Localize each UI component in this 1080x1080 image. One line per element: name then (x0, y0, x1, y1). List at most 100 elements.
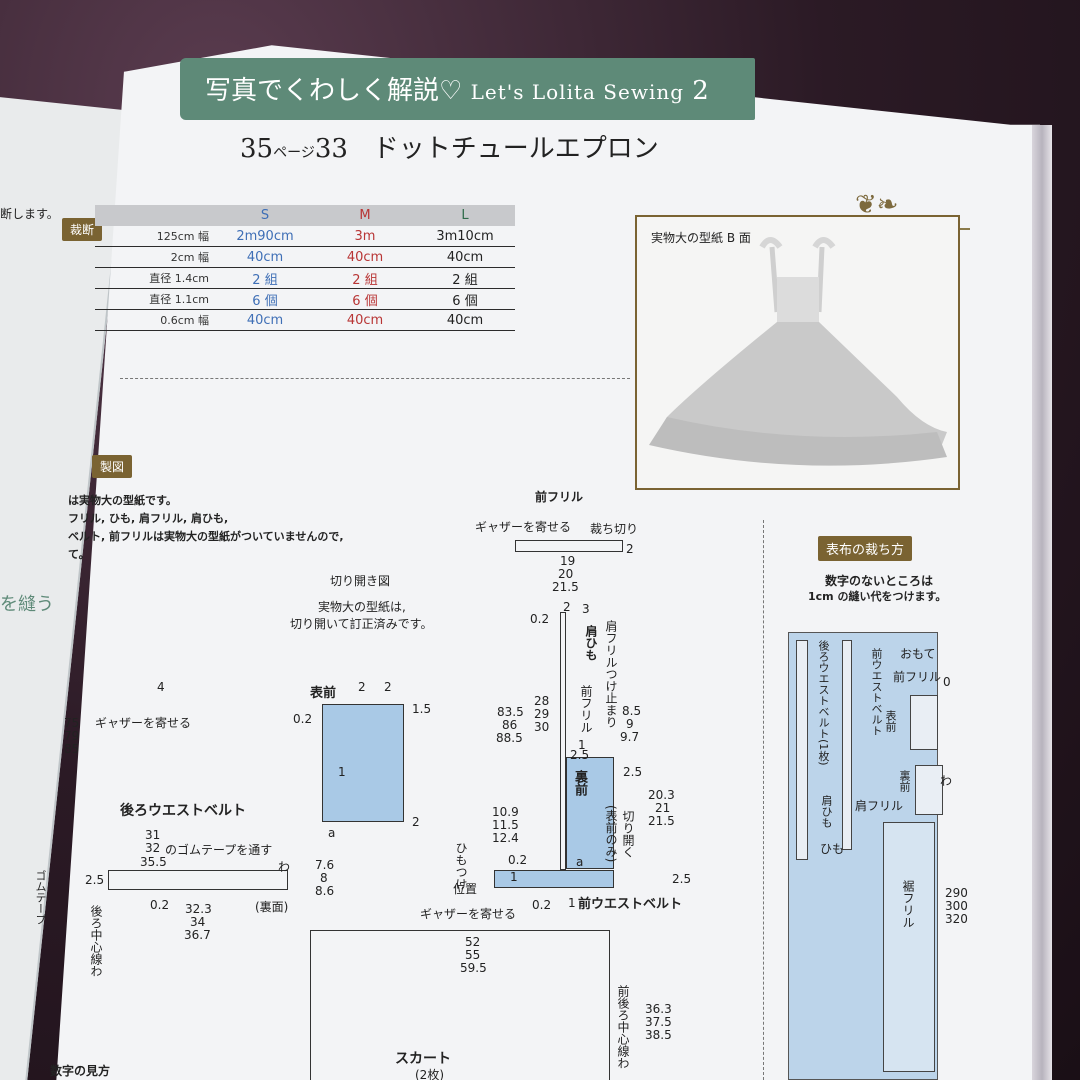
wrong-side-note: (裏面) (255, 900, 289, 914)
front-frill-title: 前フリル (535, 490, 584, 504)
dim-m: 55 (465, 948, 481, 962)
dim: 0 (943, 675, 951, 689)
dim-l: 320 (945, 912, 968, 926)
right-side-label: おもて (900, 647, 936, 661)
dim-s: 19 (560, 554, 576, 568)
front-frill-label: 前フリル (579, 685, 593, 733)
front-frill-cut: 裁ち切り (590, 522, 639, 536)
dim: 0.2 (530, 612, 550, 626)
dim-l: 21.5 (552, 580, 579, 594)
dim: 2 (626, 542, 634, 556)
table-row: 直径 1.4cm 2 組 2 組 2 組 (95, 268, 515, 289)
dim-m: 21 (655, 801, 671, 815)
page-edge (1032, 125, 1052, 1080)
skirt-label: スカート (395, 1051, 451, 1067)
dim: 2.5 (570, 748, 590, 762)
dim-m: 34 (190, 915, 206, 929)
center-fold: 前後ろ中心線わ (616, 985, 630, 1069)
elastic-note: のゴムテープを通す (165, 843, 273, 857)
dim-l: 9.7 (620, 730, 640, 744)
dim: 2 (384, 680, 392, 694)
subtitle-note: 実物大の型紙は, (318, 600, 406, 614)
dim-l: 85 (64, 742, 80, 756)
seizu-note: フリル, ひも, 肩フリル, 肩ひも, (68, 512, 229, 525)
cutting-note: 1cm の縫い代をつけます。 (808, 590, 947, 603)
dim-m: 20 (558, 567, 574, 581)
seizu-note: ベルト, 前フリルは実物大の型紙がついていませんので, (68, 530, 344, 543)
skirt-piece (310, 930, 610, 1080)
seizu-tag: 製図 (92, 455, 133, 478)
shoulder-strap-piece (560, 612, 566, 870)
dim: 2 (412, 815, 420, 829)
tie-position-label: 位置 (453, 882, 478, 896)
ura-mae-label: 裏前 (898, 770, 911, 792)
shoulder-strap-note: 肩フリルつけ止まり (604, 620, 618, 728)
center-back-fold: 後ろ中心線わ (89, 905, 103, 977)
skirt-count: (2枚) (415, 1068, 444, 1080)
left-page-text: 断します。 (0, 207, 59, 221)
dim-m: 29 (534, 707, 550, 721)
back-belt-piece (796, 640, 808, 860)
dim: 1 (510, 870, 518, 884)
back-waist-belt-piece (108, 870, 288, 890)
ura-mae-piece (566, 757, 614, 869)
front-frill-label: 前フリル (893, 670, 942, 684)
ura-mae-cut (915, 765, 943, 815)
shoulder-strap-label: 肩ひも (820, 795, 833, 828)
dim: 0.2 (293, 712, 313, 726)
dim-s: 75 (64, 716, 80, 730)
back-waist-belt-title: 後ろウエストベルト (120, 803, 246, 819)
dim-m: 79 (64, 729, 80, 743)
table-row: 直径 1.1cm 6 個 6 個 6 個 (95, 289, 515, 310)
hem-frill-label: 裾フリル (901, 880, 915, 928)
cutting-note: 数字のないところは (825, 574, 934, 588)
shoulder-frill-label: 肩フリル (855, 799, 904, 813)
point-a: a (576, 855, 584, 869)
dim-s: 52 (465, 935, 481, 949)
dim-s: 20.3 (648, 788, 675, 802)
dim: 0.2 (532, 898, 552, 912)
table-row: 2cm 幅 40cm 40cm 40cm (95, 247, 515, 268)
front-frill-gather: ギャザーを寄せる (475, 520, 572, 534)
dim-l: 8.6 (315, 884, 335, 898)
table-header: S M L (95, 205, 515, 226)
dim-l: 35.5 (140, 855, 167, 869)
skirt-gather: ギャザーを寄せる (420, 907, 517, 921)
omote-mae-cut (910, 695, 938, 750)
dim: 4 (157, 680, 165, 694)
fold-mark: わ (940, 774, 953, 788)
dim-l: 36.7 (184, 928, 211, 942)
dim: 0.2 (150, 898, 170, 912)
dim-m: 37.5 (645, 1015, 672, 1029)
dim: 1 (338, 765, 346, 779)
seizu-note: は実物大の型紙です。 (68, 494, 177, 507)
dim-s: 8.5 (622, 704, 642, 718)
page-title: 35ページ33 ドットチュールエプロン (240, 134, 659, 164)
dim: 1.5 (412, 702, 432, 716)
header-banner (180, 58, 755, 120)
dim-s: 28 (534, 694, 550, 708)
dim-l: 21.5 (648, 814, 675, 828)
dim-m: 32 (145, 841, 161, 855)
left-page-tag: 裁断 (62, 218, 103, 241)
dim-s: 290 (945, 886, 968, 900)
dim-l: 30 (534, 720, 550, 734)
dim: 2 (358, 680, 366, 694)
point-a: a (328, 826, 336, 840)
dim-l: 88.5 (496, 731, 523, 745)
dim: 2 (563, 600, 571, 614)
dim: 2.5 (672, 872, 692, 886)
banner-title: 写真でくわしく解説♡ Let's Lolita Sewing 2 (205, 76, 709, 106)
left-page-heading: を縫う (0, 594, 54, 615)
omote-mae-label: 表前 (310, 686, 337, 701)
shoulder-strap-label: 肩ひも (584, 625, 598, 661)
cut-open-note: 切り開く (621, 810, 635, 858)
dim: 2.5 (623, 765, 643, 779)
ura-mae-label: 裏前 (572, 770, 587, 796)
column-divider (763, 520, 764, 1080)
front-waist-belt-label: 前ウエストベルト (578, 897, 683, 912)
section-divider (120, 378, 630, 379)
front-waist-belt-piece (494, 870, 614, 888)
omote-mae-label: 表前 (884, 710, 897, 732)
dim: 1 (568, 896, 576, 910)
